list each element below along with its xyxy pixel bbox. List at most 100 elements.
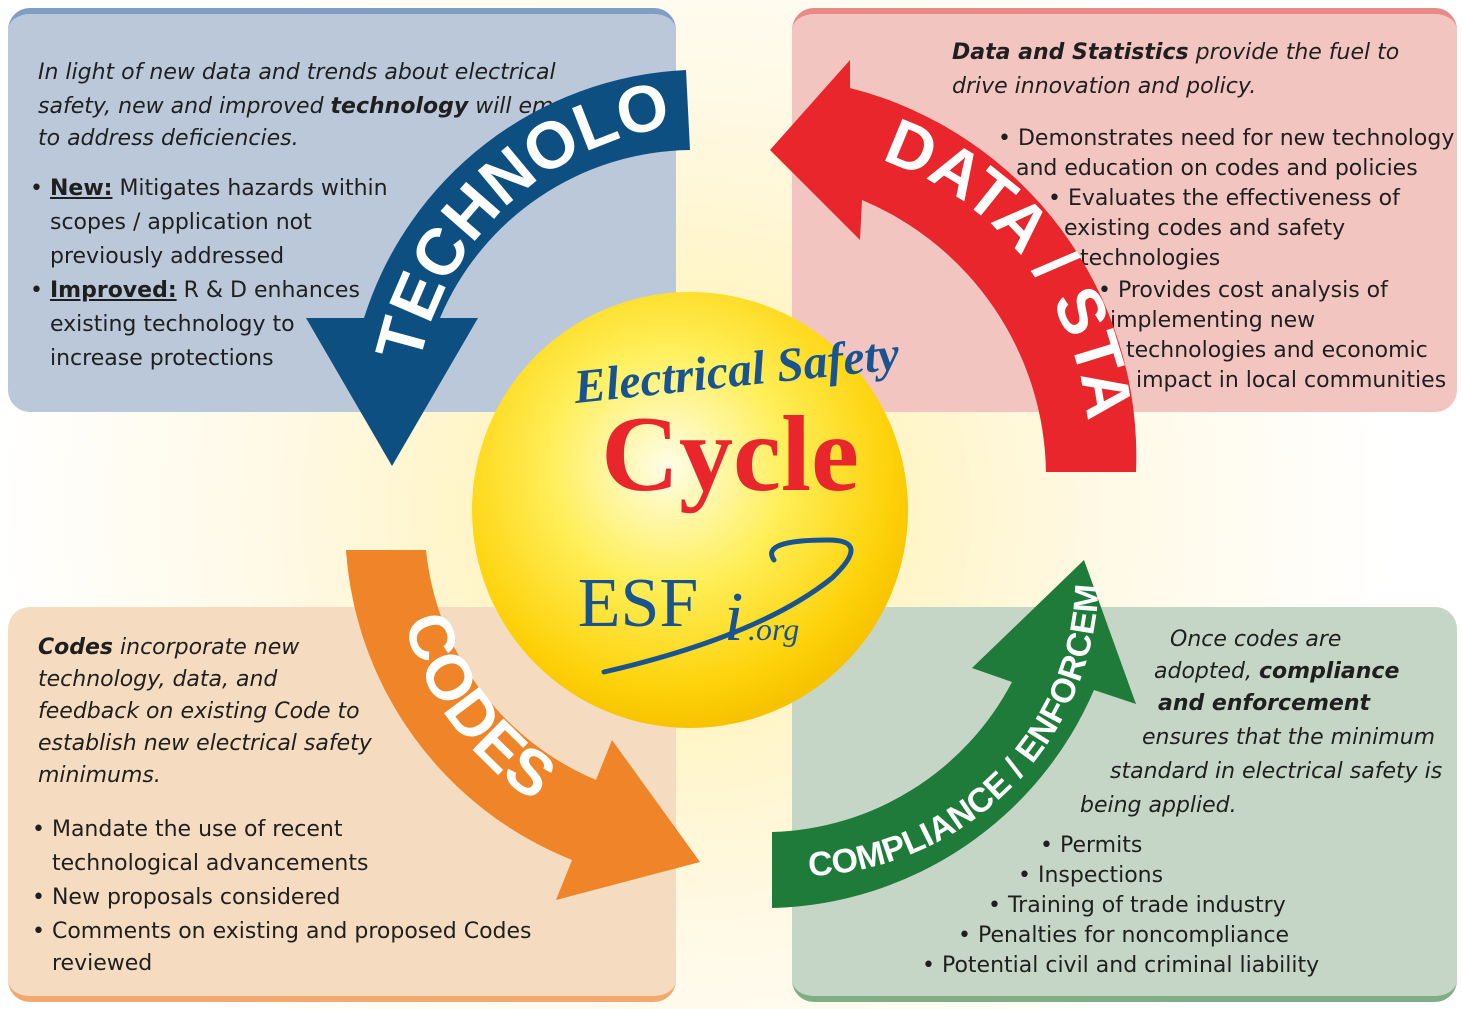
text: • Permits bbox=[1040, 833, 1143, 858]
codes-bullet-2: • New proposals considered bbox=[32, 883, 341, 913]
technology-keyword: technology bbox=[330, 94, 469, 119]
codes-bullet-1-line-2: technological advancements bbox=[52, 849, 368, 879]
text: • Comments on existing and proposed Code… bbox=[32, 919, 532, 944]
compliance-intro-line-3: and enforcement bbox=[1158, 689, 1370, 719]
data-bullet-3-line-2: implementing new bbox=[1110, 306, 1315, 336]
text: • Mandate the use of recent bbox=[32, 817, 343, 842]
text: existing technology to bbox=[50, 312, 295, 337]
compliance-bullet-3: • Training of trade industry bbox=[988, 891, 1286, 921]
technology-new-line-2: scopes / application not bbox=[50, 208, 312, 238]
text: • Demonstrates need for new technology bbox=[998, 126, 1455, 151]
compliance-keyword: compliance bbox=[1258, 659, 1400, 684]
text: • Training of trade industry bbox=[988, 893, 1286, 918]
compliance-bullet-5: • Potential civil and criminal liability bbox=[922, 951, 1319, 981]
data-arrow bbox=[770, 60, 1137, 472]
text: adopted, bbox=[1154, 659, 1259, 684]
data-intro-line-2: drive innovation and policy. bbox=[952, 72, 1256, 102]
enforcement-keyword: and enforcement bbox=[1158, 691, 1371, 716]
text: scopes / application not bbox=[50, 210, 312, 235]
codes-bullet-3-line-2: reviewed bbox=[52, 949, 152, 979]
compliance-intro-line-5: standard in electrical safety is bbox=[1110, 757, 1442, 787]
technology-improved-line-1: • Improved: R & D enhances bbox=[30, 278, 360, 303]
logo-swoosh bbox=[601, 537, 854, 675]
text: previously addressed bbox=[50, 244, 285, 269]
compliance-intro-line-6: being applied. bbox=[1080, 791, 1237, 821]
data-bullet-2-line-1: • Evaluates the effectiveness of bbox=[1048, 184, 1400, 214]
codes-intro-line-1: Codes incorporate new bbox=[38, 633, 299, 663]
technology-intro-line-1: In light of new data and trends about el… bbox=[38, 58, 556, 88]
title-line-2: Cycle bbox=[601, 395, 859, 514]
compliance-bullet-2: • Inspections bbox=[1018, 861, 1163, 891]
text: • Potential civil and criminal liability bbox=[922, 953, 1320, 978]
text: Mitigates hazards within bbox=[112, 176, 388, 201]
technology-new-line-3: previously addressed bbox=[50, 242, 284, 272]
compliance-intro-line-4: ensures that the minimum bbox=[1142, 723, 1435, 753]
codes-bullet-1-line-1: • Mandate the use of recent bbox=[32, 815, 343, 845]
improved-label: Improved: bbox=[49, 278, 177, 303]
data-intro-line-1: Data and Statistics provide the fuel to bbox=[952, 38, 1399, 68]
codes-bullet-3-line-1: • Comments on existing and proposed Code… bbox=[32, 917, 532, 947]
text: • Penalties for noncompliance bbox=[958, 923, 1290, 948]
compliance-bullet-1: • Permits bbox=[1040, 831, 1142, 861]
technology-improved-line-3: increase protections bbox=[50, 344, 274, 374]
data-bullet-1-line-2: and education on codes and policies bbox=[1016, 154, 1418, 184]
new-label: New: bbox=[49, 176, 113, 201]
text: reviewed bbox=[52, 951, 153, 976]
codes-intro-line-4: establish new electrical safety bbox=[38, 729, 372, 759]
text: Once codes are bbox=[1170, 627, 1342, 652]
text: In light of new data and trends about el… bbox=[38, 60, 556, 85]
text: • Evaluates the effectiveness of bbox=[1048, 186, 1400, 211]
text: technologies and economic bbox=[1126, 338, 1428, 363]
technology-panel: In light of new data and trends about el… bbox=[8, 8, 676, 412]
technology-arrow bbox=[306, 70, 690, 466]
logo-esf: ESF bbox=[578, 565, 699, 642]
text: R & D enhances bbox=[176, 278, 360, 303]
technology-new-line-1: • New: Mitigates hazards within bbox=[30, 176, 388, 201]
text: technological advancements bbox=[52, 851, 369, 876]
compliance-intro-line-2: adopted, compliance bbox=[1154, 657, 1399, 687]
compliance-bullet-4: • Penalties for noncompliance bbox=[958, 921, 1289, 951]
text: impact in local communities bbox=[1136, 368, 1447, 393]
compliance-intro-line-1: Once codes are bbox=[1170, 625, 1341, 655]
data-keyword: Data and Statistics bbox=[952, 40, 1189, 65]
text: being applied. bbox=[1080, 793, 1237, 818]
compliance-arrow bbox=[772, 560, 1136, 908]
text: incorporate new bbox=[113, 635, 300, 660]
text: • Inspections bbox=[1018, 863, 1164, 888]
text: and education on codes and policies bbox=[1016, 156, 1418, 181]
technology-arrow-label: TECHNOLOGY bbox=[0, 0, 675, 368]
logo-i: i bbox=[724, 579, 743, 656]
text: ensures that the minimum bbox=[1142, 725, 1436, 750]
text: provide the fuel to bbox=[1188, 40, 1400, 65]
codes-intro-line-2: technology, data, and bbox=[38, 665, 277, 695]
codes-keyword: Codes bbox=[38, 635, 114, 660]
text: technology, data, and bbox=[38, 667, 278, 692]
text: existing codes and safety bbox=[1064, 216, 1346, 241]
esfi-logo: ESF i .org bbox=[578, 537, 854, 675]
codes-intro-line-5: minimums. bbox=[38, 761, 161, 791]
text: increase protections bbox=[50, 346, 274, 371]
text: feedback on existing Code to bbox=[38, 699, 360, 724]
codes-arrow bbox=[346, 550, 700, 900]
technology-label-text: TECHNOLOGY bbox=[0, 0, 675, 368]
text: drive innovation and policy. bbox=[952, 74, 1257, 99]
compliance-panel: Once codes are adopted, compliance and e… bbox=[792, 607, 1457, 1002]
codes-intro-line-3: feedback on existing Code to bbox=[38, 697, 360, 727]
data-bullet-2-line-2: existing codes and safety bbox=[1064, 214, 1345, 244]
data-bullet-3-line-3: technologies and economic bbox=[1126, 336, 1428, 366]
text: safety, new and improved bbox=[38, 94, 331, 119]
data-bullet-3-line-4: impact in local communities bbox=[1136, 366, 1446, 396]
technology-intro-line-3: to address deficiencies. bbox=[38, 124, 299, 154]
text: minimums. bbox=[38, 763, 161, 788]
center-circle bbox=[472, 292, 908, 728]
text: establish new electrical safety bbox=[38, 731, 372, 756]
text: implementing new bbox=[1110, 308, 1316, 333]
data-bullet-1-line-1: • Demonstrates need for new technology bbox=[998, 124, 1454, 154]
data-bullet-3-line-1: • Provides cost analysis of bbox=[1098, 276, 1388, 306]
text: technologies bbox=[1080, 246, 1221, 271]
text: standard in electrical safety is bbox=[1110, 759, 1443, 784]
data-bullet-2-line-3: technologies bbox=[1080, 244, 1220, 274]
technology-improved-line-2: existing technology to bbox=[50, 310, 295, 340]
text: to address deficiencies. bbox=[38, 126, 299, 151]
